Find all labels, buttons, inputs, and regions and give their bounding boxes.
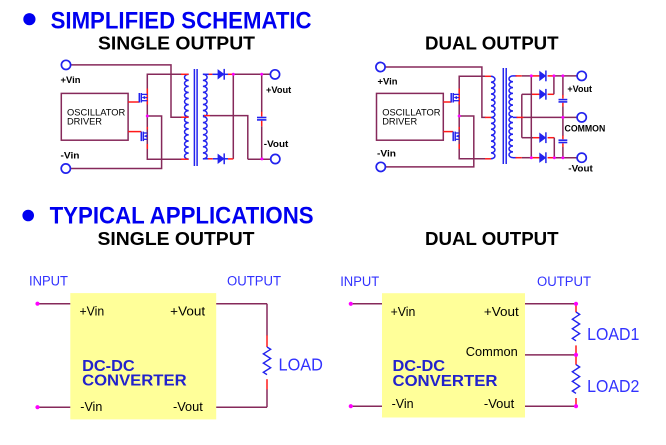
svg-text:SINGLE OUTPUT: SINGLE OUTPUT	[98, 229, 255, 249]
svg-text:CONVERTER: CONVERTER	[82, 373, 187, 390]
svg-text:DRIVER: DRIVER	[382, 117, 417, 128]
svg-text:DUAL OUTPUT: DUAL OUTPUT	[425, 229, 559, 249]
svg-text:DRIVER: DRIVER	[67, 117, 102, 128]
svg-text:DC-DC: DC-DC	[82, 358, 135, 375]
svg-text:TYPICAL APPLICATIONS: TYPICAL APPLICATIONS	[50, 203, 314, 230]
svg-text:-Vin: -Vin	[392, 397, 414, 411]
svg-text:+Vout: +Vout	[484, 305, 519, 319]
svg-text:-Vin: -Vin	[61, 151, 80, 162]
svg-text:OSCILLATOR: OSCILLATOR	[67, 108, 125, 119]
svg-text:COMMON: COMMON	[565, 124, 606, 135]
svg-text:+Vin: +Vin	[378, 76, 398, 87]
svg-text:INPUT: INPUT	[340, 274, 379, 289]
svg-text:-Vout: -Vout	[484, 397, 515, 411]
svg-text:+Vout: +Vout	[170, 305, 205, 319]
svg-text:-Vout: -Vout	[264, 139, 289, 150]
svg-text:LOAD2: LOAD2	[587, 376, 639, 396]
svg-text:CONVERTER: CONVERTER	[393, 373, 498, 390]
svg-text:OSCILLATOR: OSCILLATOR	[382, 108, 440, 119]
svg-text:+Vin: +Vin	[61, 75, 81, 86]
svg-text:+Vin: +Vin	[391, 305, 416, 319]
svg-text:DC-DC: DC-DC	[393, 358, 446, 375]
svg-text:INPUT: INPUT	[29, 274, 68, 289]
svg-text:+Vout: +Vout	[266, 85, 292, 96]
svg-text:+Vin: +Vin	[80, 305, 105, 319]
svg-text:SIMPLIFIED SCHEMATIC: SIMPLIFIED SCHEMATIC	[51, 8, 312, 35]
svg-text:LOAD: LOAD	[279, 355, 323, 375]
svg-text:Common: Common	[466, 344, 518, 359]
svg-text:OUTPUT: OUTPUT	[537, 274, 591, 289]
svg-text:OUTPUT: OUTPUT	[227, 274, 281, 289]
svg-text:-Vin: -Vin	[377, 149, 396, 160]
svg-text:SINGLE OUTPUT: SINGLE OUTPUT	[98, 33, 255, 53]
svg-text:-Vin: -Vin	[80, 400, 102, 414]
svg-text:-Vout: -Vout	[173, 400, 203, 414]
svg-text:DUAL OUTPUT: DUAL OUTPUT	[425, 33, 559, 53]
svg-text:-Vout: -Vout	[568, 164, 593, 175]
svg-text:LOAD1: LOAD1	[587, 324, 639, 344]
svg-text:+Vout: +Vout	[567, 84, 592, 95]
